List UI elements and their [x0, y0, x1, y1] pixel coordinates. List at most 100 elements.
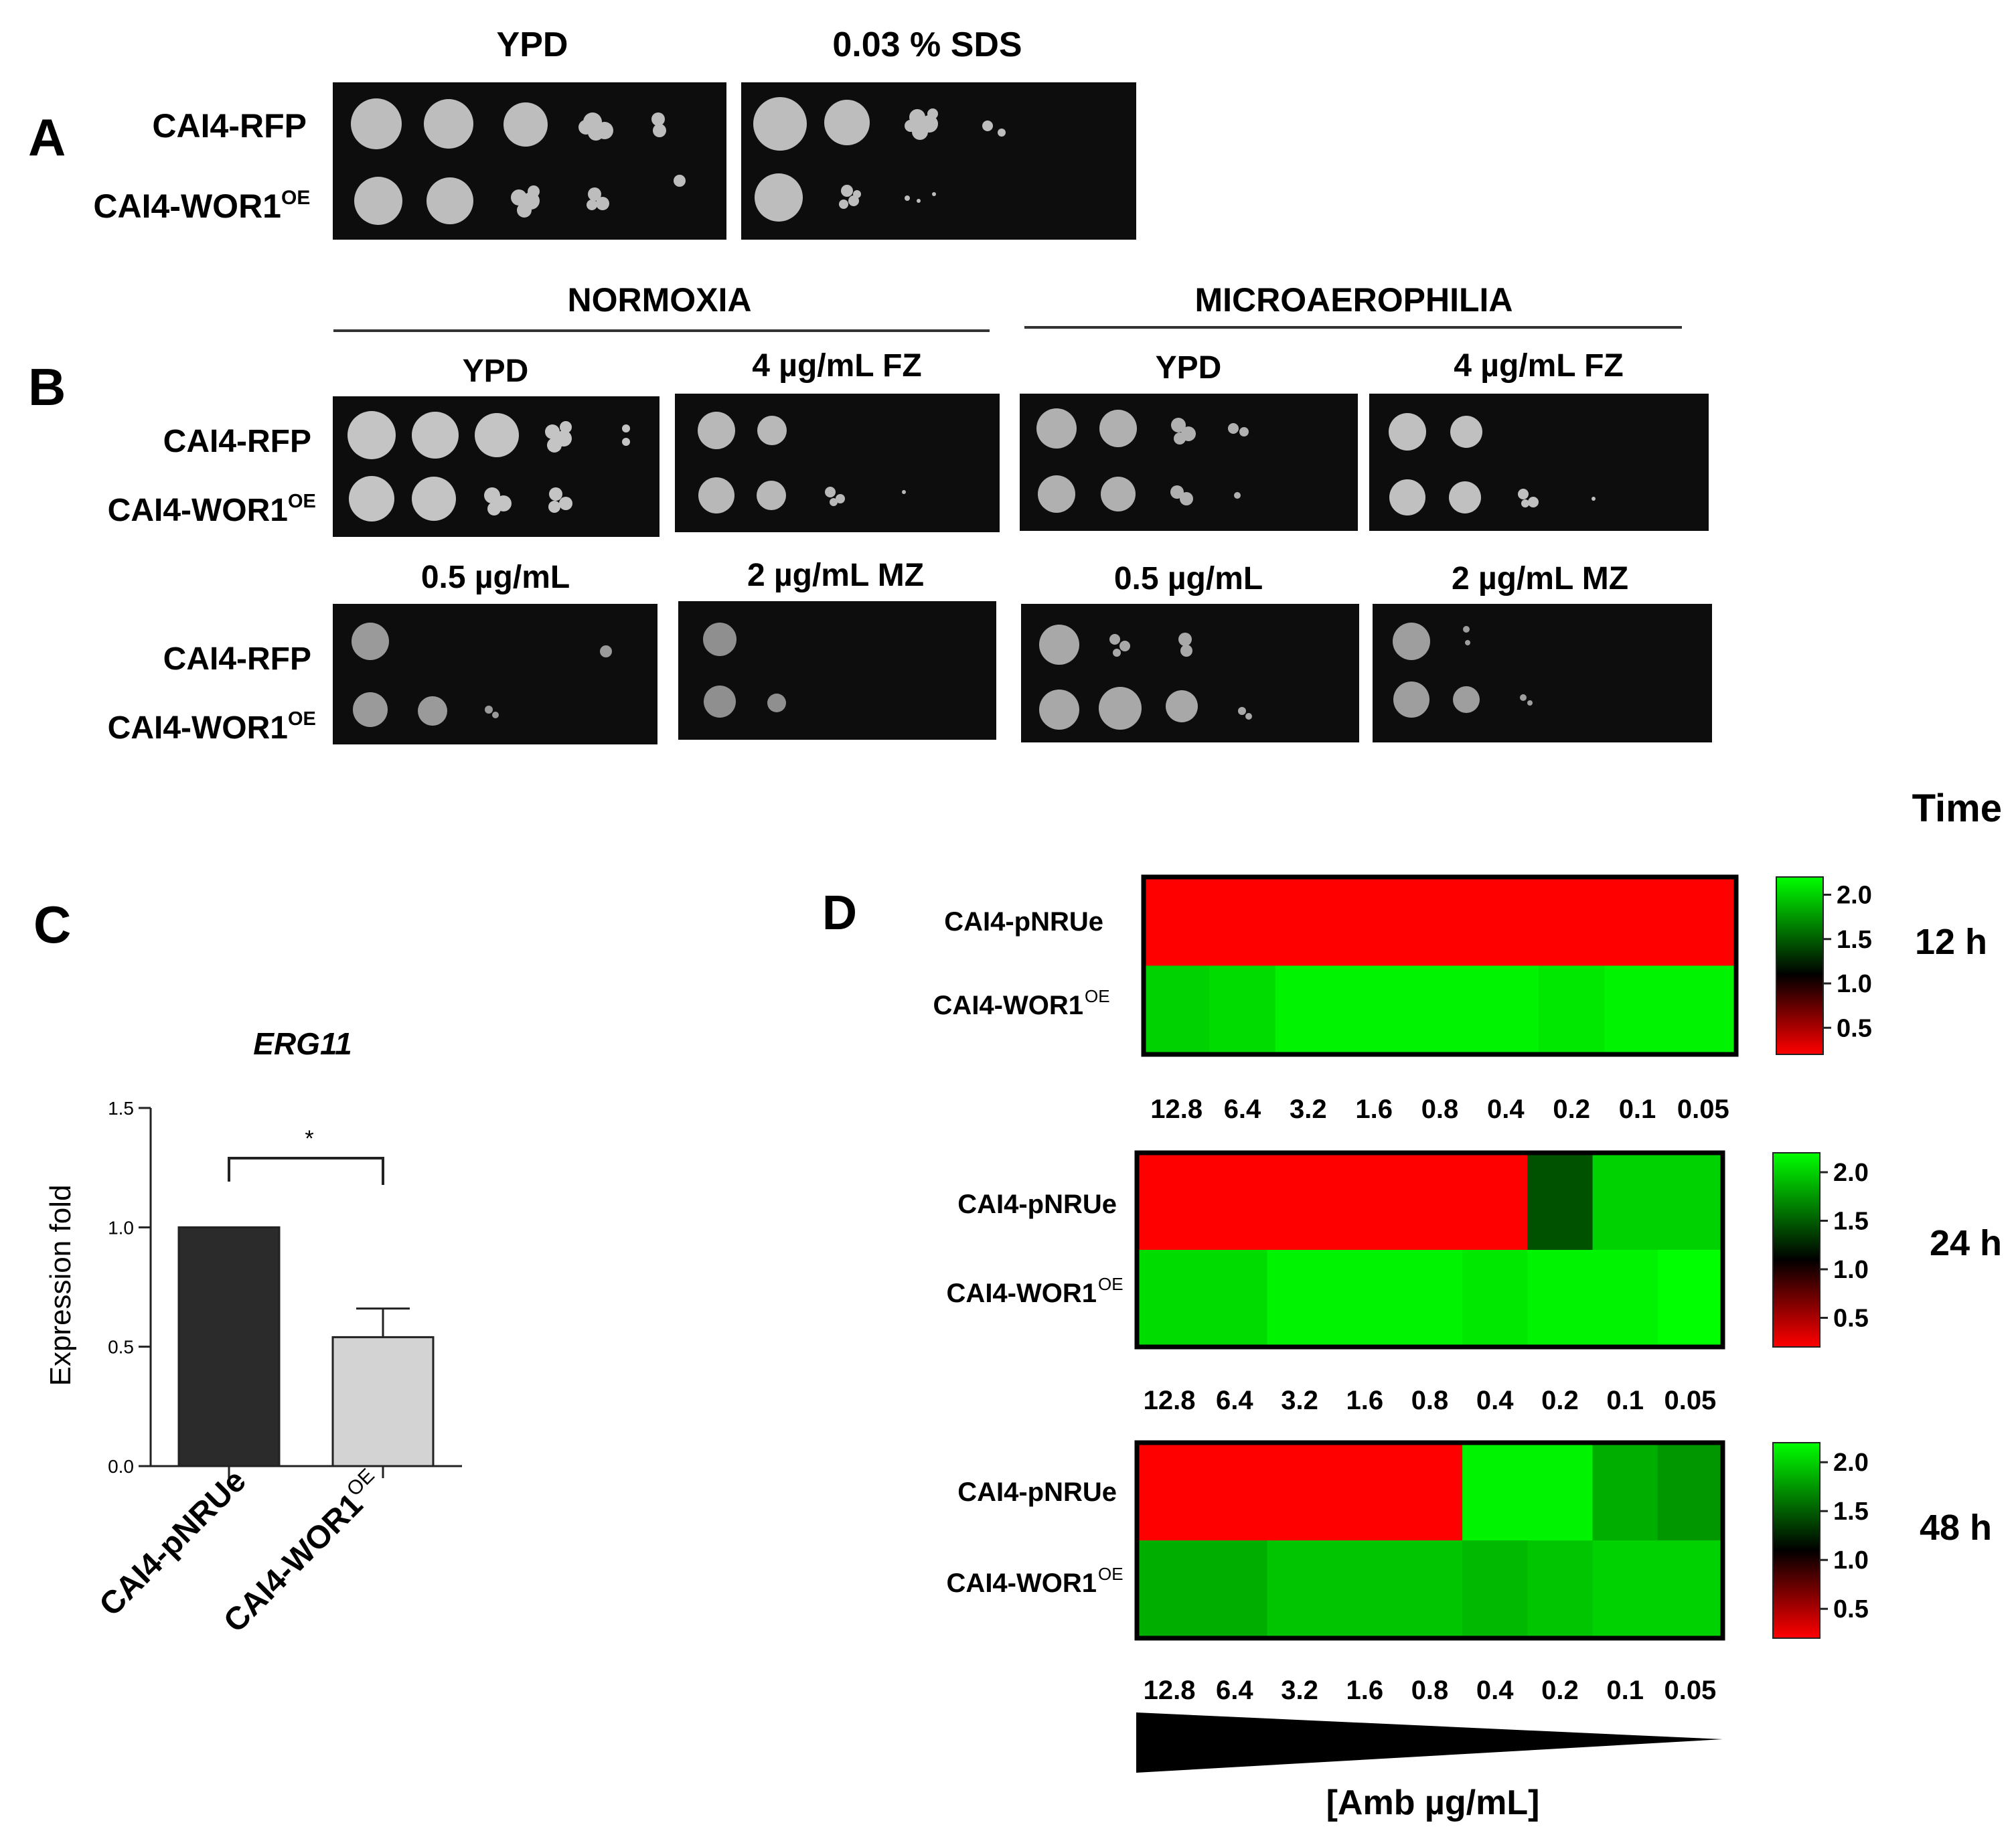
heatmap-xtick: 3.2: [1290, 1095, 1327, 1124]
heatmap-cell: [1670, 965, 1737, 1055]
row2-title-1: 0.5 µg/mL: [421, 560, 570, 595]
heatmap-rowlabel-pnrue: CAI4-pNRUe: [957, 1477, 1117, 1507]
heatmap-xtick: 3.2: [1281, 1676, 1318, 1705]
time-header: Time: [1912, 787, 2002, 830]
colorbar-tick-label: 2.0: [1837, 882, 1872, 910]
heatmap-xtick: 0.8: [1411, 1386, 1449, 1415]
heatmap-cell: [1657, 1443, 1723, 1541]
plate-b6-colonies: [703, 623, 786, 718]
colorbar-tick-label: 0.5: [1837, 1014, 1872, 1042]
heatmap-xtick: 0.2: [1541, 1676, 1579, 1705]
heatmap-cell: [1275, 877, 1342, 967]
bar-1: [331, 1336, 435, 1467]
bar-0: [177, 1226, 281, 1467]
heatmap-cell: [1527, 1443, 1594, 1541]
heatmap-cell: [1209, 877, 1276, 967]
heatmap-xtick: 6.4: [1224, 1095, 1261, 1124]
chart-c-xtick-1-main: CAI4-WOR1: [217, 1487, 370, 1639]
chart-c-yaxis: 0.00.51.01.5: [108, 1098, 151, 1477]
heatmap-cell: [1527, 1540, 1594, 1639]
heatmap-cell: [1267, 1443, 1333, 1541]
heatmap-xtick: 0.05: [1664, 1386, 1716, 1415]
header-microaerophilia: MICROAEROPHILIA: [1195, 281, 1513, 319]
heatmap-cell: [1202, 1443, 1268, 1541]
colorbar-tick-label: 1.5: [1833, 1498, 1869, 1526]
colorbar-tick-label: 2.0: [1833, 1449, 1869, 1477]
time-label: 48 h: [1920, 1508, 1992, 1548]
heatmap-cell: [1657, 1153, 1723, 1251]
heatmap-rowlabel-pnrue: CAI4-pNRUe: [944, 907, 1103, 937]
row2-title-2: 2 µg/mL MZ: [747, 558, 924, 593]
heatmap-xtick: 1.6: [1346, 1386, 1383, 1415]
heatmap-cell: [1341, 965, 1407, 1055]
b-strain-rfp-1: CAI4-RFP: [163, 424, 311, 459]
heatmap-cell: [1527, 1250, 1594, 1348]
heatmap-cell: [1202, 1153, 1268, 1251]
heatmap-cell: [1592, 1250, 1658, 1348]
heatmap-xtick: 1.6: [1355, 1095, 1393, 1124]
heatmap-cell: [1462, 1443, 1528, 1541]
panel-a-letter: A: [28, 108, 66, 167]
heatmap-cell: [1267, 1250, 1333, 1348]
heatmap-xtick: 12.8: [1150, 1095, 1203, 1124]
chart-c-xtick-0: CAI4-pNRUe: [93, 1463, 253, 1623]
panel-c-letter: C: [33, 895, 71, 954]
plate-title-ypd: YPD: [497, 25, 568, 64]
colorbar-tick-label: 1.5: [1833, 1208, 1869, 1236]
heatmap-xtick: 0.4: [1476, 1386, 1514, 1415]
plate-b5: [333, 604, 657, 744]
panel-c: C ERG11 Expression fold 0.00.51.01.5 * C…: [33, 895, 462, 1639]
heatmap-cell: [1604, 877, 1671, 967]
heatmap-cell: [1202, 1540, 1268, 1639]
colorbar-tick-label: 0.5: [1833, 1305, 1869, 1333]
plate-a-sds-colonies: [753, 97, 1006, 222]
colorbar-tick-label: 0.5: [1833, 1595, 1869, 1623]
row2-title-3: 0.5 µg/mL: [1114, 561, 1263, 596]
heatmap-rowlabel-wor1: CAI4-WOR1: [947, 1279, 1097, 1308]
heatmap-cell: [1332, 1540, 1398, 1639]
plate-a-ypd-colonies: [351, 98, 686, 225]
heatmap-cell: [1397, 1250, 1463, 1348]
plate-b3-colonies: [1036, 408, 1249, 513]
heatmap-xtick: 0.2: [1541, 1386, 1579, 1415]
heatmap-xtick: 0.4: [1476, 1676, 1514, 1705]
heatmap-cell: [1604, 965, 1671, 1055]
plate-b3: [1020, 394, 1358, 531]
heatmap-xtick: 12.8: [1144, 1676, 1196, 1705]
heatmap-xtick: 6.4: [1216, 1676, 1253, 1705]
heatmap-cell: [1209, 965, 1276, 1055]
heatmap-xtick: 0.8: [1411, 1676, 1449, 1705]
heatmap-rowlabel-pnrue: CAI4-pNRUe: [957, 1190, 1117, 1219]
plate-title-sds: 0.03 % SDS: [832, 25, 1022, 64]
heatmap-cell: [1462, 1540, 1528, 1639]
heatmap-xtick: 0.05: [1664, 1676, 1716, 1705]
chart-c-ytick-label: 1.0: [108, 1217, 134, 1238]
heatmap-cell: [1527, 1153, 1594, 1251]
colorbar: [1772, 1152, 1820, 1348]
heatmap-frame: [1134, 1440, 1725, 1641]
heatmap-cell: [1397, 1540, 1463, 1639]
heatmap-rowlabel-wor1: CAI4-WOR1: [947, 1569, 1097, 1598]
heatmap-cell: [1332, 1153, 1398, 1251]
chart-c-ylabel: Expression fold: [44, 1185, 77, 1386]
plate-b1-colonies: [347, 411, 630, 522]
plate-b4-colonies: [1389, 413, 1596, 515]
heatmap-rowlabel-wor1-sup: OE: [1085, 986, 1110, 1006]
heatmap-cell: [1407, 965, 1474, 1055]
heatmap-xtick: 0.4: [1487, 1095, 1525, 1124]
heatmap-rowlabel-wor1: CAI4-WOR1: [933, 991, 1083, 1020]
b-strain-wor1-2: CAI4-WOR1: [108, 710, 288, 746]
plate-b7-colonies: [1039, 625, 1252, 730]
heatmap-cell: [1472, 965, 1539, 1055]
heatmap-cell: [1137, 1153, 1203, 1251]
strain-label-rfp: CAI4-RFP: [152, 107, 307, 145]
colorbar-tick-label: 1.0: [1837, 970, 1872, 998]
heatmap-rowlabel-wor1-sup: OE: [1098, 1274, 1123, 1294]
heatmap-xtick: 0.1: [1619, 1095, 1656, 1124]
heatmap-cell: [1592, 1443, 1658, 1541]
chart-c-title: ERG11: [253, 1026, 352, 1061]
heatmap-cell: [1137, 1443, 1203, 1541]
